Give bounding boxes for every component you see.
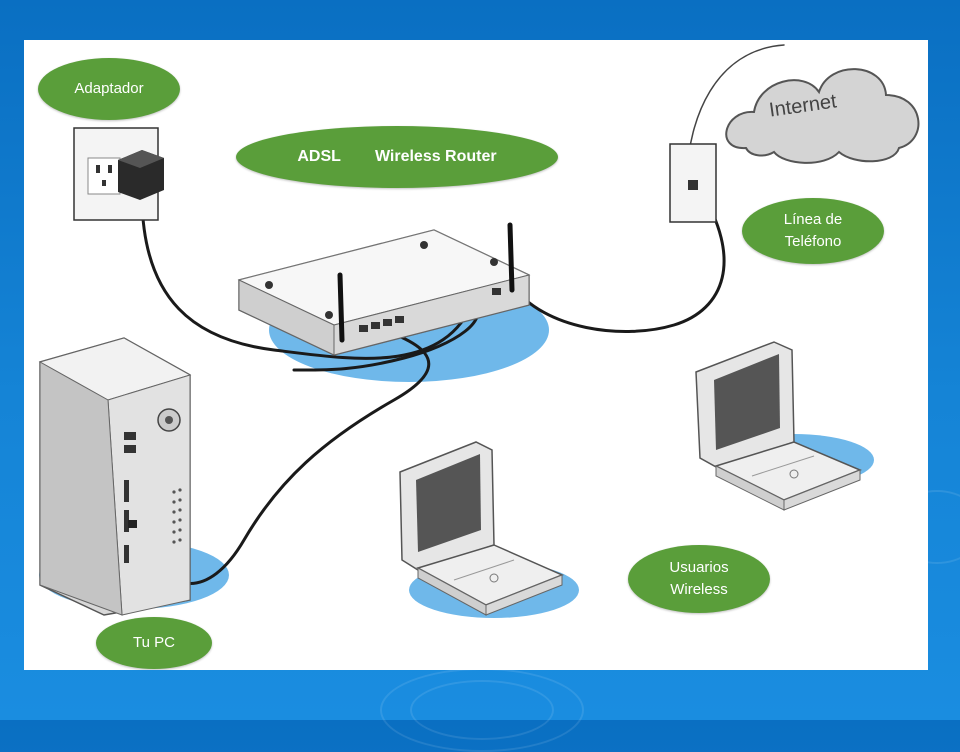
network-diagram <box>38 44 920 618</box>
pc-label: Tu PC <box>96 617 212 669</box>
router-icon <box>237 222 531 356</box>
router-label-adsl: ADSL <box>297 148 341 166</box>
phone-line-label: Línea de Teléfono <box>742 198 884 264</box>
background-ripple <box>410 680 554 740</box>
phone-line-label-line1: Línea de <box>783 211 843 229</box>
wireless-users-label: Usuarios Wireless <box>628 545 770 613</box>
pc-tower-icon <box>38 337 192 616</box>
laptop-icon <box>695 341 862 511</box>
wall-socket-icon <box>73 127 164 221</box>
adapter-power-cable <box>140 198 476 360</box>
laptop-icon <box>399 441 564 616</box>
wireless-users-label-line1: Usuarios <box>669 559 729 577</box>
router-antenna-left <box>337 272 345 343</box>
phone-line-cable <box>510 186 726 334</box>
slide: Internet Adaptador ADSL Wireless Router … <box>24 40 928 670</box>
router-ports <box>359 288 501 332</box>
router-antenna-right <box>507 222 515 293</box>
internet-cloud-icon <box>725 68 920 164</box>
phone-jack-icon <box>669 143 717 223</box>
wireless-users-label-line2: Wireless <box>670 581 728 598</box>
router-label-wireless: Wireless Router <box>374 148 497 166</box>
phone-line-label-line2: Teléfono <box>784 233 842 250</box>
router-label: ADSL Wireless Router <box>236 126 558 188</box>
adapter-label: Adaptador <box>38 58 180 120</box>
